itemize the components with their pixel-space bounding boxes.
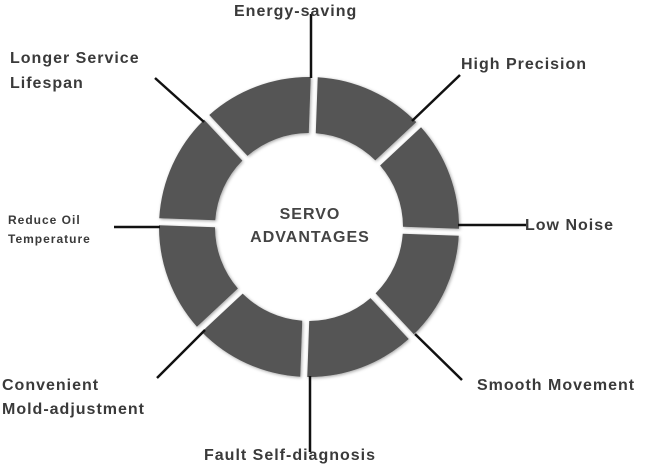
connector-longer-service-lifespan (154, 77, 205, 123)
center-line-1: SERVO (279, 206, 341, 223)
label-convenient-mold-adjustment: Convenient Mold-adjustment (2, 374, 145, 422)
label-longer-service-lifespan: Longer Service Lifespan (10, 46, 140, 96)
label-low-noise: Low Noise (525, 217, 615, 234)
label-high-precision: High Precision (461, 56, 588, 73)
label-fault-self-diagnosis: Fault Self-diagnosis (204, 447, 377, 464)
center-title: SERVO ADVANTAGES (230, 203, 390, 249)
label-reduce-oil-line-1: Reduce Oil (8, 213, 81, 227)
connector-high-precision (411, 74, 461, 122)
ring-segment-high-precision (380, 127, 459, 229)
label-longer-service-line-1: Longer Service (10, 50, 140, 67)
connector-smooth-movement (414, 333, 463, 381)
label-convenient-line-2: Mold-adjustment (2, 401, 145, 418)
label-reduce-oil-temperature: Reduce Oil Temperature (8, 211, 91, 249)
ring-segment-low-noise (375, 233, 459, 335)
label-reduce-oil-line-2: Temperature (8, 232, 91, 246)
ring-segment-reduce-oil-temperature (159, 119, 243, 221)
label-smooth-movement: Smooth Movement (477, 377, 636, 394)
label-energy-saving: Energy-saving (234, 3, 358, 20)
ring-segment-energy-saving (315, 77, 417, 161)
ring-segment-fault-self-diagnosis (201, 293, 303, 377)
label-convenient-line-1: Convenient (2, 377, 100, 394)
ring-segment-convenient-mold-adjustment (159, 225, 238, 327)
ring-segment-smooth-movement (307, 298, 409, 378)
label-longer-service-line-2: Lifespan (10, 75, 84, 92)
connector-convenient-mold-adjustment (156, 329, 206, 379)
center-line-2: ADVANTAGES (250, 229, 370, 246)
ring-segment-longer-service-lifespan (209, 77, 311, 156)
